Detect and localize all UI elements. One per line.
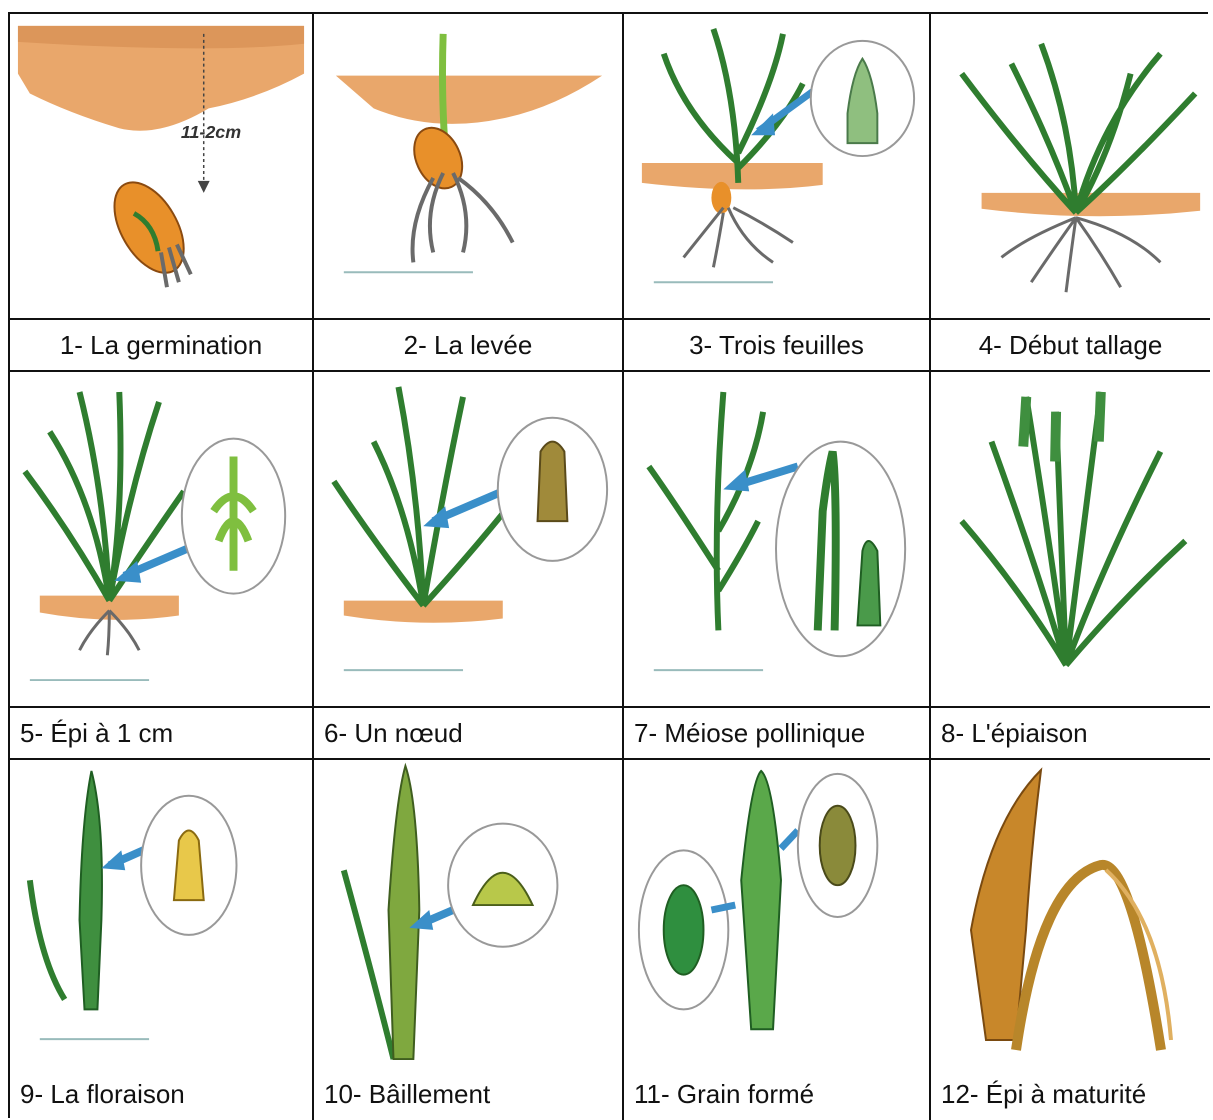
- stage-3-label: 3- Trois feuilles: [624, 320, 931, 372]
- stage-5-label: 5- Épi à 1 cm: [10, 708, 314, 760]
- stage-7-illustration: [624, 372, 931, 708]
- stage-4-label: 4- Début tallage: [931, 320, 1210, 372]
- stage-2-label: 2- La levée: [314, 320, 624, 372]
- stage-9-illustration: [10, 760, 314, 1068]
- stage-7-label: 7- Méiose pollinique: [624, 708, 931, 760]
- stage-6-label: 6- Un nœud: [314, 708, 624, 760]
- stage-11-label: 11- Grain formé: [624, 1068, 931, 1120]
- stage-6-illustration: [314, 372, 624, 708]
- stage-12-label: 12- Épi à maturité: [931, 1068, 1210, 1120]
- stage-3-illustration: [624, 14, 931, 320]
- stage-1-label: 1- La germination: [10, 320, 314, 372]
- stage-11-illustration: [624, 760, 931, 1068]
- stage-12-illustration: [931, 760, 1210, 1068]
- stage-8-illustration: [931, 372, 1210, 708]
- stage-5-illustration: [10, 372, 314, 708]
- stage-1-illustration: 11-2cm: [10, 14, 314, 320]
- stage-9-label: 9- La floraison: [10, 1068, 314, 1120]
- stage-grid: 11-2cm: [8, 12, 1208, 1118]
- stage-8-label: 8- L'épiaison: [931, 708, 1210, 760]
- depth-label: 11-2cm: [181, 122, 241, 142]
- stage-2-illustration: [314, 14, 624, 320]
- stage-10-label: 10- Bâillement: [314, 1068, 624, 1120]
- stage-10-illustration: [314, 760, 624, 1068]
- stage-4-illustration: [931, 14, 1210, 320]
